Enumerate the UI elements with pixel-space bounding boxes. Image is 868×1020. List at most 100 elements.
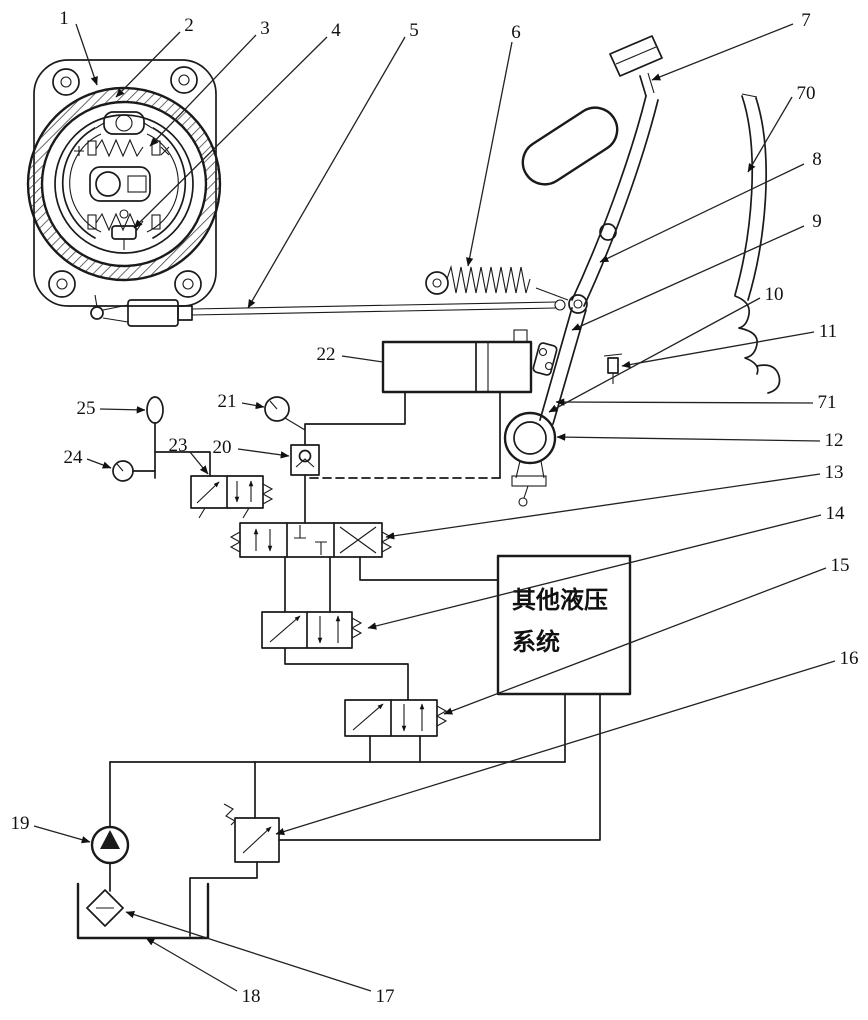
callout-label-23: 23 (169, 435, 188, 456)
master-cylinder (381, 329, 533, 394)
stop-pin (603, 353, 623, 384)
callout-label-71: 71 (818, 392, 837, 413)
callout-label-11: 11 (819, 321, 837, 342)
reservoir-tank-17 (76, 882, 210, 940)
callout-leader-19 (33, 825, 91, 844)
pushrod (191, 301, 557, 310)
other-system-text-line1: 其他液压 (512, 586, 608, 614)
callout-label-2: 2 (184, 15, 194, 36)
callout-label-1: 1 (59, 8, 69, 29)
filter-18 (86, 889, 124, 927)
callout-label-13: 13 (825, 462, 844, 483)
wheel-cylinder (95, 111, 153, 135)
backplate-bolt-holes (48, 66, 202, 298)
callout-label-9: 9 (812, 211, 822, 232)
pressure-gauge-24 (112, 460, 134, 482)
valve-13-left-spring (229, 531, 242, 553)
callout-leader-3 (149, 34, 257, 147)
callout-leader-24 (86, 458, 112, 469)
callout-leader-25 (99, 406, 146, 414)
valve-23-spring (261, 483, 274, 505)
callout-leader-70 (747, 96, 793, 173)
pump-flow-triangle (100, 830, 120, 849)
relief-valve-16 (223, 803, 280, 863)
brake-shoes (61, 127, 187, 239)
callout-label-4: 4 (331, 20, 341, 41)
drum-inner-ring (40, 100, 208, 268)
other-hydraulic-system-box: 其他液压 系统 (496, 554, 632, 696)
callout-leader-1 (75, 23, 98, 86)
check-valve-20 (290, 444, 320, 476)
directional-valve-15 (344, 699, 448, 737)
callout-leader-16 (275, 660, 836, 836)
callout-leader-23 (189, 451, 209, 475)
pedal-arm (571, 95, 659, 307)
valve-14-spring (350, 617, 363, 639)
directional-valve-14 (261, 611, 363, 649)
callout-leader-13 (385, 473, 821, 540)
callout-label-15: 15 (831, 555, 850, 576)
callout-leader-21 (241, 401, 265, 410)
cam-roller (503, 411, 557, 507)
callout-label-24: 24 (64, 447, 84, 468)
callout-leader-9 (571, 225, 805, 331)
brake-drum-assembly (26, 59, 222, 307)
other-system-text-line2: 系统 (512, 628, 560, 656)
callout-leader-4 (133, 36, 328, 229)
link-plate (532, 342, 558, 376)
callout-label-8: 8 (812, 149, 822, 170)
cylinder-body (127, 299, 179, 327)
cylinder-gland (177, 305, 193, 321)
pilot-valve-23 (190, 475, 274, 519)
callout-label-6: 6 (511, 22, 521, 43)
callout-leader-5 (247, 36, 406, 309)
callout-leader-6 (465, 41, 513, 267)
pedal-return-spring (425, 264, 569, 301)
callout-label-14: 14 (826, 503, 846, 524)
callout-label-21: 21 (218, 391, 237, 412)
callout-label-19: 19 (11, 813, 30, 834)
callout-leader-15 (443, 567, 827, 715)
arm-hole (599, 223, 617, 241)
secondary-lever (734, 93, 781, 394)
callout-leader-10 (548, 297, 761, 413)
callout-label-7: 7 (801, 10, 811, 31)
callout-leader-8 (599, 163, 805, 263)
pedal-lever-grip (521, 106, 619, 186)
callout-leader-2 (115, 31, 181, 98)
callout-label-70: 70 (797, 83, 816, 104)
callout-leader-22 (341, 355, 384, 363)
pedal-pad (609, 35, 663, 97)
accumulator-25 (146, 396, 164, 424)
actuator-cylinder-pushrod (90, 294, 566, 327)
callout-leader-20 (237, 448, 290, 459)
callout-label-17: 17 (376, 986, 395, 1007)
drum-adjuster (111, 209, 137, 250)
callout-label-5: 5 (409, 20, 419, 41)
valve-13-right-spring (380, 531, 393, 553)
callout-leader-18 (145, 937, 238, 992)
callout-label-12: 12 (825, 430, 844, 451)
callout-leader-71 (555, 398, 814, 406)
hydraulic-piping (109, 391, 601, 937)
hydraulic-pump-19 (90, 825, 130, 865)
callout-leader-7 (651, 23, 794, 81)
callout-leader-12 (556, 433, 821, 442)
callout-leader-17 (125, 911, 372, 992)
bell-crank (532, 294, 588, 425)
callout-label-10: 10 (765, 284, 784, 305)
callout-leader-11 (621, 331, 815, 369)
drum-hub (89, 166, 151, 202)
callout-leader-14 (367, 514, 822, 630)
callout-label-20: 20 (213, 437, 232, 458)
pedal-assembly (503, 35, 781, 507)
callout-label-25: 25 (77, 398, 96, 419)
valve-15-spring (435, 705, 448, 727)
directional-valve-13 (229, 522, 393, 558)
callout-label-16: 16 (840, 648, 859, 669)
callout-label-22: 22 (317, 344, 336, 365)
pressure-gauge-21 (264, 396, 290, 422)
